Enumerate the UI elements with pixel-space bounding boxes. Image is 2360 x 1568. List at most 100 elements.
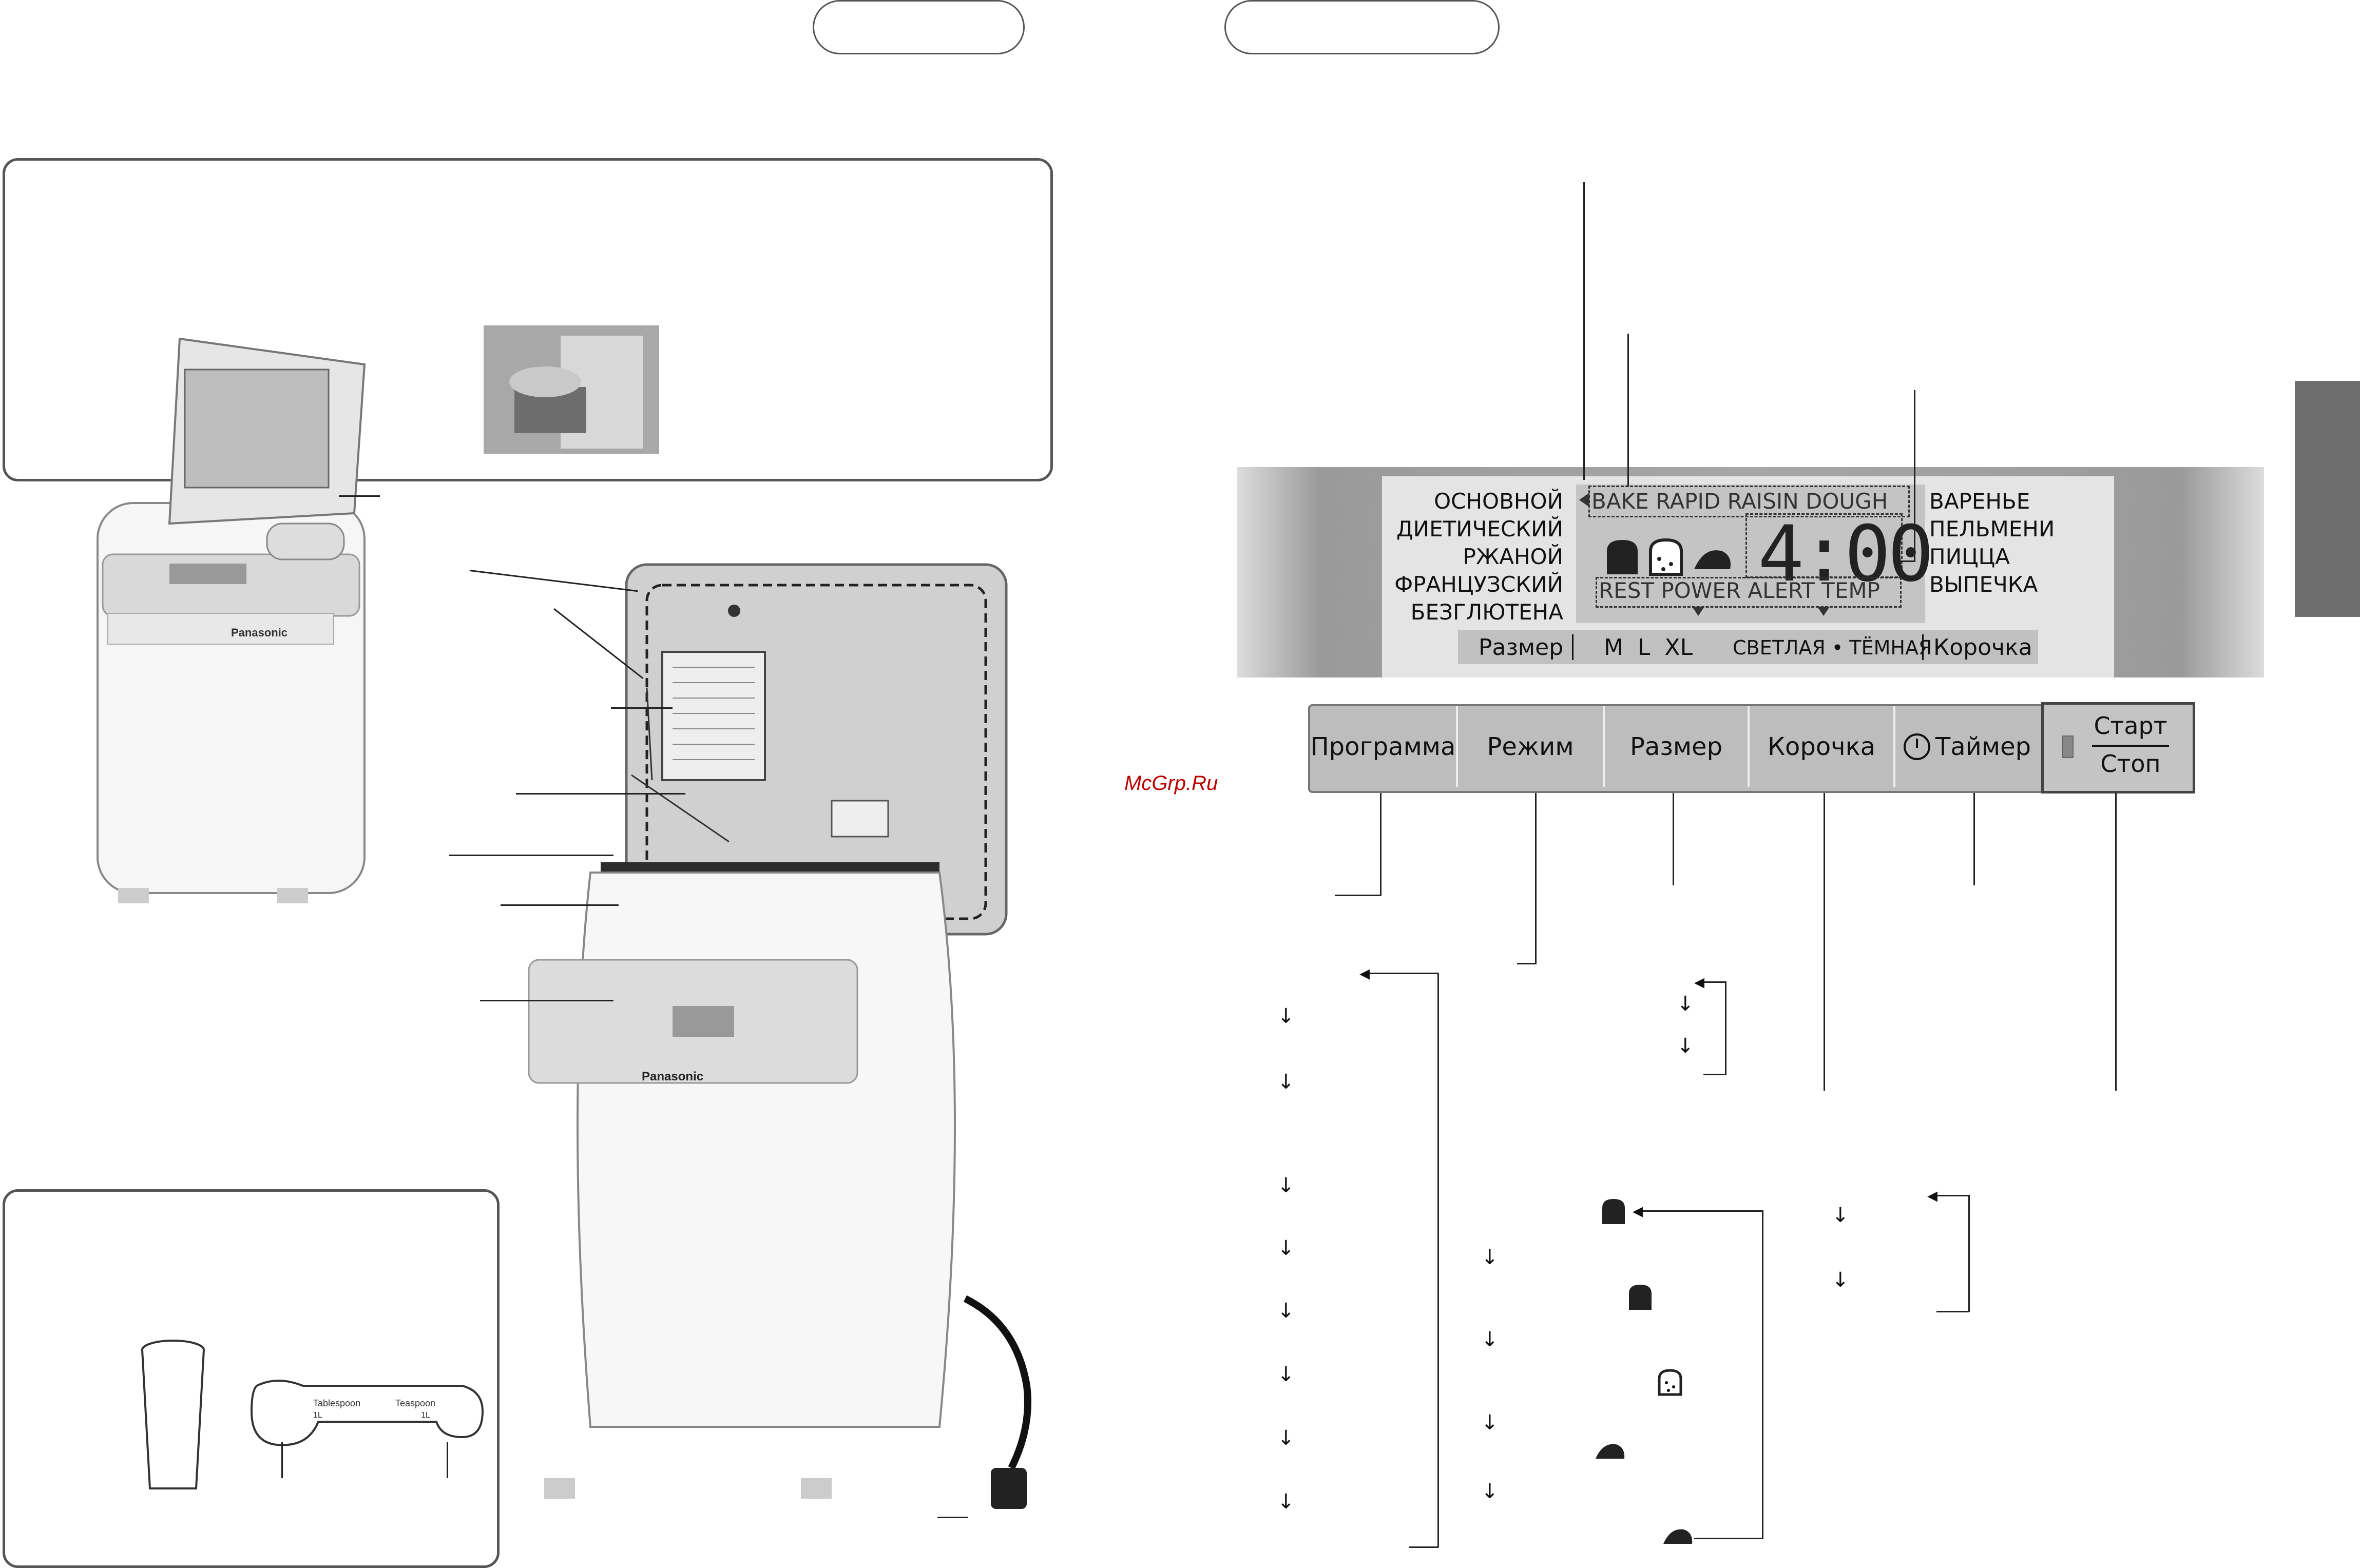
flow-line (1437, 973, 1439, 1547)
indicator-led (2062, 735, 2074, 758)
divider (1572, 634, 1574, 660)
leader-line (1673, 793, 1674, 885)
arrow-down-icon: ↓ (1277, 1174, 1295, 1197)
flow-line (1642, 1210, 1763, 1212)
divider (1922, 634, 1924, 660)
divider (2092, 745, 2169, 747)
crust-button[interactable]: Корочка (1750, 706, 1895, 787)
leader-line (1899, 560, 1915, 562)
flow-line (1703, 1074, 1726, 1075)
crust-pointer-icon (1692, 607, 1704, 616)
arrow-down-icon: ↓ (1277, 1426, 1295, 1450)
size-button[interactable]: Размер (1605, 706, 1750, 787)
arrow-left-icon: ◂ (1694, 970, 1705, 994)
flow-line (1694, 1538, 1763, 1539)
leader-line (2115, 793, 2117, 1091)
timer-button[interactable]: Таймер (1895, 706, 2039, 787)
leader-line (449, 855, 613, 856)
header-pill-left (813, 0, 1025, 54)
side-tab (2295, 381, 2360, 617)
leader-line (1535, 793, 1537, 964)
arrow-left-icon: ◂ (1927, 1184, 1938, 1207)
program-label: ПЕЛЬМЕНИ (1929, 516, 2055, 541)
brand-label: Panasonic (642, 1070, 703, 1083)
arrow-down-icon: ↓ (1481, 1411, 1499, 1435)
arrow-down-icon: ↓ (1832, 1204, 1849, 1227)
program-label: ПИЦЦА (1929, 544, 2010, 569)
flow-line (1936, 1311, 1969, 1312)
flow-line (1409, 1546, 1438, 1548)
leader-line (1583, 182, 1585, 480)
leader-line (1627, 334, 1629, 487)
croissant-icon (1694, 550, 1731, 569)
bread-dark-icon (1607, 540, 1638, 574)
measuring-cup-illustration (141, 1340, 205, 1489)
bread-slice-icon (1658, 1369, 1682, 1396)
leader-line (339, 495, 380, 497)
arrow-down-icon: ↓ (1277, 1004, 1295, 1028)
leader-line (281, 1442, 283, 1478)
bread-dark-icon (1629, 1285, 1652, 1310)
program-label: ВАРЕНЬЕ (1929, 489, 2030, 514)
flow-line (1366, 973, 1438, 974)
bread-slice-icon (1649, 538, 1683, 576)
program-label: ДИЕТИЧЕСКИЙ (1396, 516, 1563, 541)
leader-line (1973, 793, 1975, 885)
program-button[interactable]: Программа (1310, 706, 1458, 787)
watermark: McGrp.Ru (1124, 772, 1218, 795)
leader-line (1824, 793, 1825, 1091)
bread-dark-icon (1602, 1199, 1625, 1224)
mode-indicators: BAKE RAPID RAISIN DOUGH (1591, 489, 1888, 514)
spoon-teaspoon-amount: 1L (421, 1411, 430, 1420)
time-display: 4:00 (1758, 510, 1934, 599)
mode-pointer-icon (1579, 493, 1589, 507)
start-stop-button[interactable]: Старт Стоп (2041, 702, 2195, 793)
stop-label: Стоп (2100, 750, 2161, 778)
brand-label-small: Panasonic (231, 626, 287, 639)
mode-button[interactable]: Режим (1458, 706, 1605, 787)
leader-line (1380, 793, 1382, 896)
croissant-icon (1663, 1529, 1693, 1544)
flow-line (1762, 1210, 1763, 1539)
program-label: ВЫПЕЧКА (1929, 572, 2038, 597)
leader-line (447, 1442, 448, 1478)
program-list-left: ОСНОВНОЙ ДИЕТИЧЕСКИЙ РЖАНОЙ ФРАНЦУЗСКИЙ … (1386, 488, 1563, 626)
leader-line (501, 904, 619, 906)
clock-icon (1903, 733, 1930, 760)
start-label: Старт (2094, 712, 2167, 740)
status-dashed-box (1596, 577, 1902, 608)
flow-line (1936, 1195, 1969, 1196)
bread-size-icons (1607, 538, 1731, 576)
arrow-down-icon: ↓ (1277, 1490, 1295, 1514)
flow-line (1725, 981, 1726, 1075)
leader-line (1335, 895, 1381, 896)
program-label: ФРАНЦУЗСКИЙ (1394, 572, 1563, 597)
spoon-tablespoon-amount: 1L (313, 1411, 322, 1420)
leader-line (1914, 390, 1915, 562)
arrow-left-icon: ◂ (1633, 1199, 1643, 1223)
arrow-down-icon: ↓ (1277, 1363, 1295, 1386)
program-list-right: ВАРЕНЬЕ ПЕЛЬМЕНИ ПИЦЦА ВЫПЕЧКА (1929, 488, 2094, 598)
flow-line (1968, 1195, 1970, 1312)
arrow-down-icon: ↓ (1677, 992, 1694, 1016)
leader-line (611, 707, 673, 709)
spoon-tablespoon-label: Tablespoon (313, 1398, 360, 1408)
arrow-down-icon: ↓ (1481, 1480, 1499, 1503)
arrow-down-icon: ↓ (1677, 1034, 1694, 1058)
breadmaker-closed-illustration: Panasonic (97, 337, 366, 903)
leader-line (516, 793, 685, 795)
leader-line (1517, 963, 1537, 964)
arrow-down-icon: ↓ (1481, 1246, 1499, 1269)
croissant-icon (1596, 1444, 1625, 1459)
arrow-down-icon: ↓ (1832, 1268, 1849, 1292)
size-options: M L XL (1604, 634, 1693, 661)
crust-label: Корочка (1933, 634, 2032, 661)
dispenser-photo (484, 325, 659, 454)
size-label: Размер (1479, 634, 1564, 661)
arrow-down-icon: ↓ (1277, 1070, 1295, 1094)
flow-line (1703, 981, 1726, 983)
arrow-down-icon: ↓ (1277, 1299, 1295, 1323)
program-label: ОСНОВНОЙ (1434, 489, 1563, 514)
measuring-spoon-illustration: Tablespoon 1L Teaspoon 1L (250, 1380, 484, 1446)
arrow-down-icon: ↓ (1277, 1236, 1295, 1260)
